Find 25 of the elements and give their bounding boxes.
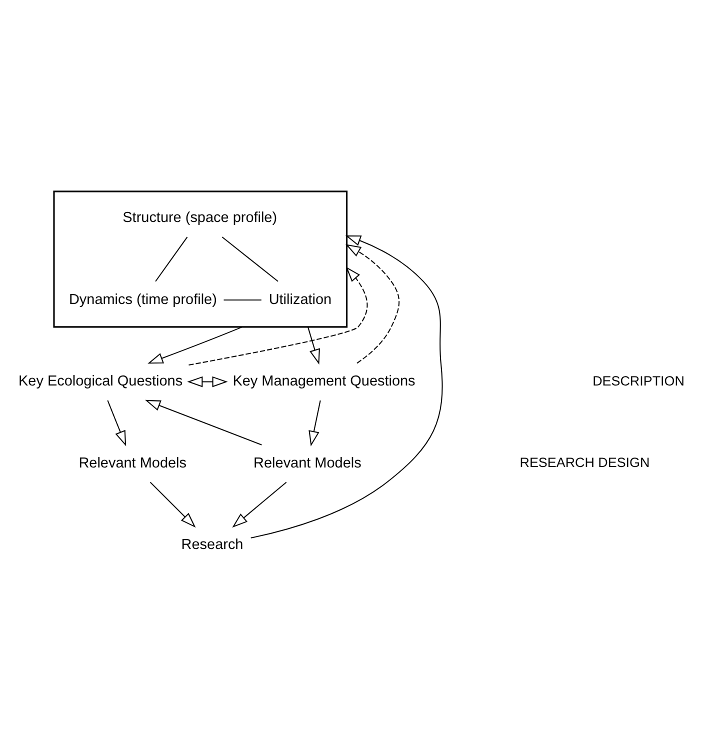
node-text: Relevant Models: [254, 455, 362, 472]
node-text: Research: [181, 537, 244, 554]
arrow: [107, 400, 126, 446]
arrow: [232, 482, 287, 528]
arrow: [150, 482, 196, 528]
node-text: Key Management Questions: [232, 374, 416, 390]
cluster: [53, 190, 348, 328]
node-text: Structure (space profile): [122, 210, 278, 226]
node-text: Utilization: [268, 292, 332, 308]
arrow: [148, 326, 242, 364]
label: RESEARCH DESIGN: [520, 455, 650, 470]
arrow: [145, 400, 262, 446]
arrow: [308, 400, 321, 446]
node-text: Relevant Models: [78, 455, 187, 472]
arrow: [188, 266, 368, 366]
node-text: Dynamics (time profile): [68, 292, 217, 308]
label: DESCRIPTION: [592, 373, 684, 388]
arrow: [187, 376, 228, 388]
arrow: [307, 326, 320, 365]
arrow: [250, 235, 443, 538]
connector: [155, 236, 188, 282]
arrow: [345, 244, 400, 364]
connector: [224, 300, 262, 301]
node-text: Key Ecological Questions: [18, 374, 183, 390]
connector: [222, 236, 278, 282]
